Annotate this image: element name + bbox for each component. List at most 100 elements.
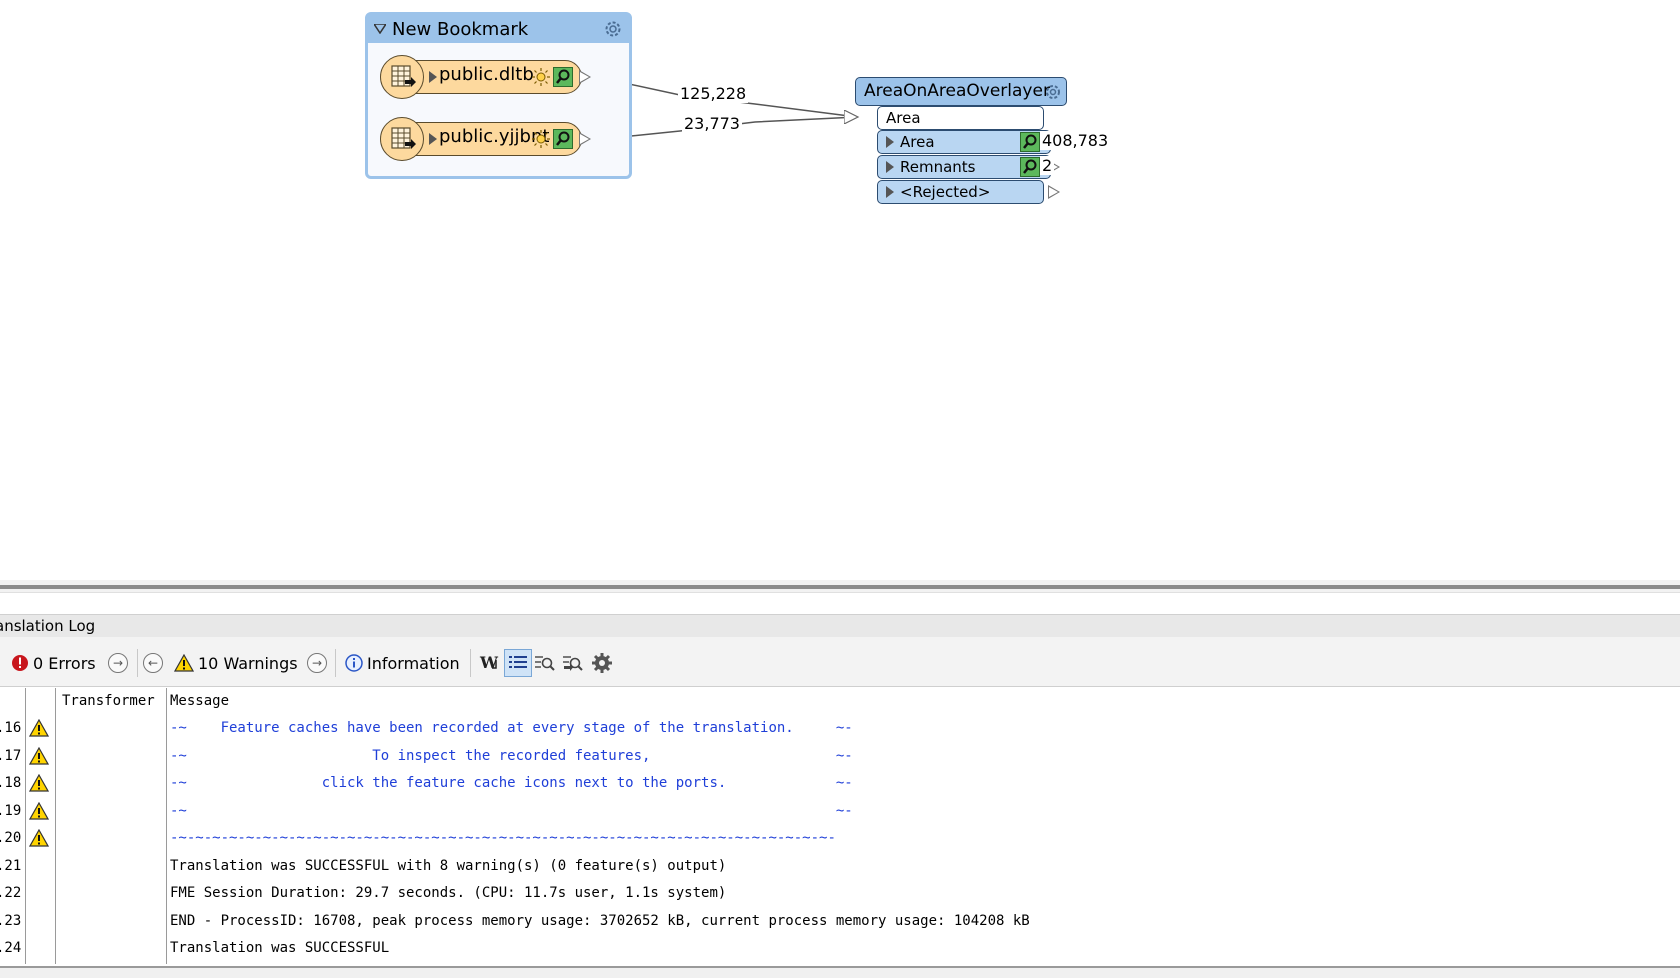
transformer-input-port[interactable]: Area [877,106,1044,130]
find-next-button[interactable] [562,651,584,675]
warning-icon [29,746,49,765]
warning-icon [29,719,49,737]
gear-icon[interactable] [1044,83,1062,101]
warning-icon [29,801,49,820]
output-port-area[interactable]: Area [877,130,1060,154]
feature-count-area: 408,783 [1040,131,1111,150]
table-row[interactable]: .20 -~-~-~-~-~-~-~-~-~-~-~-~-~-~-~-~-~-~-… [0,825,1680,852]
feature-count-remnants: 2 [1040,156,1055,175]
expand-triangle-icon[interactable] [429,133,437,145]
row-message: Translation was SUCCESSFUL [170,940,390,956]
feature-cache-inspect-icon[interactable] [1020,157,1040,177]
row-line-number: .24 [0,940,22,956]
row-line-number: .19 [0,802,22,819]
log-toolbar: 0 Errors → ← 10 Warnings → Information W [0,637,1680,687]
column-header-transformer[interactable]: Transformer [62,693,155,709]
workspace-canvas[interactable]: New Bookmark public.dltb [0,0,1680,580]
next-error-button[interactable]: → [108,651,128,675]
panel-splitter[interactable] [0,580,1680,593]
row-message: FME Session Duration: 29.7 seconds. (CPU… [170,885,727,901]
information-label: Information [367,653,460,673]
row-message: END - ProcessID: 16708, peak process mem… [170,912,1030,929]
row-line-number: .17 [0,747,22,764]
table-row[interactable]: .24 Translation was SUCCESSFUL [0,935,1680,962]
log-table[interactable]: Transformer Message .16 -~ Feature caches… [0,688,1680,964]
table-reader-icon [380,117,424,161]
table-row[interactable]: .16 -~ Feature caches have been recorded … [0,715,1680,742]
list-icon [509,656,527,668]
output-port-label: Remnants [900,158,976,176]
row-line-number: .22 [0,885,22,901]
horizontal-scrollbar[interactable] [0,966,1680,978]
table-row[interactable]: .18-~ click the feature cache icons next… [0,770,1680,797]
warnings-filter-button[interactable]: 10 Warnings [174,651,298,675]
feature-cache-inspect-icon[interactable] [553,129,573,149]
output-port-remnants[interactable]: Remnants [877,155,1060,179]
warning-icon [174,654,194,672]
list-view-button[interactable] [504,649,532,677]
transformer-header[interactable]: AreaOnAreaOverlayer [855,77,1067,106]
row-line-number: .16 [0,720,22,736]
parameters-sun-icon[interactable] [532,68,550,86]
output-port[interactable] [1048,185,1060,199]
table-row[interactable]: .22 FME Session Duration: 29.7 seconds. (… [0,880,1680,907]
collapse-triangle-icon[interactable] [374,24,386,34]
gear-icon[interactable] [603,19,623,39]
word-wrap-button[interactable]: W [479,651,501,675]
row-message: -~-~-~-~-~-~-~-~-~-~-~-~-~-~-~-~-~-~-~-~… [170,830,836,846]
arrow-right-icon: → [307,653,327,673]
row-line-number: .18 [0,775,22,791]
expand-triangle-icon[interactable] [886,186,894,198]
feature-cache-inspect-icon[interactable] [553,67,573,87]
output-port-label: Area [900,133,935,151]
row-line-number: .20 [0,830,22,846]
errors-filter-button[interactable]: 0 Errors [11,651,96,675]
row-message: -~ To inspect the recorded features, ~- [170,747,853,764]
toolbar-separator [137,649,138,677]
connection-lines [591,75,858,141]
find-button[interactable] [534,651,556,675]
bookmark-title: New Bookmark [392,18,529,40]
expand-triangle-icon[interactable] [886,136,894,148]
word-wrap-icon: W [479,653,499,672]
error-icon [12,655,28,671]
expand-triangle-icon[interactable] [886,161,894,173]
output-port[interactable] [579,70,591,84]
expand-triangle-icon[interactable] [429,71,437,83]
previous-warning-button[interactable]: ← [143,651,163,675]
next-warning-button[interactable]: → [307,651,327,675]
reader-label: public.dltb [439,64,534,85]
log-settings-button[interactable] [591,651,613,675]
errors-label: 0 Errors [33,653,96,673]
warning-icon [29,774,49,792]
feature-count-dltb: 125,228 [678,84,749,103]
information-filter-button[interactable]: Information [345,651,460,675]
reader-label: public.yjjbnt [439,126,550,147]
output-port[interactable] [579,132,591,146]
bookmark-header[interactable]: New Bookmark [368,15,629,43]
log-panel-title: anslation Log [0,614,1680,637]
table-row[interactable]: .17 -~ To inspect the recorded features, … [0,743,1680,770]
row-message: -~ ~- [170,802,853,819]
column-header-message[interactable]: Message [170,693,230,709]
reader-public-dltb[interactable]: public.dltb [380,55,591,99]
table-row[interactable]: .19 -~ ~- [0,798,1680,825]
column-divider[interactable] [55,688,56,964]
input-port-arrow-icon[interactable] [844,110,860,124]
splitter-gap [0,593,1680,614]
parameters-sun-icon[interactable] [532,130,550,148]
column-divider[interactable] [25,688,26,964]
arrow-left-icon: ← [143,653,163,673]
input-port-label: Area [886,109,921,127]
log-title-text: anslation Log [0,617,96,635]
row-message: -~ Feature caches have been recorded at … [170,720,853,736]
row-line-number: .21 [0,857,22,874]
row-message: Translation was SUCCESSFUL with 8 warnin… [170,857,727,874]
table-row[interactable]: .21 Translation was SUCCESSFUL with 8 war… [0,853,1680,880]
reader-public-yjjbnt[interactable]: public.yjjbnt [380,117,591,161]
feature-count-yjjbnt: 23,773 [682,114,742,133]
feature-cache-inspect-icon[interactable] [1020,132,1040,152]
column-divider[interactable] [166,688,167,964]
output-port-rejected[interactable]: <Rejected> [877,180,1060,204]
